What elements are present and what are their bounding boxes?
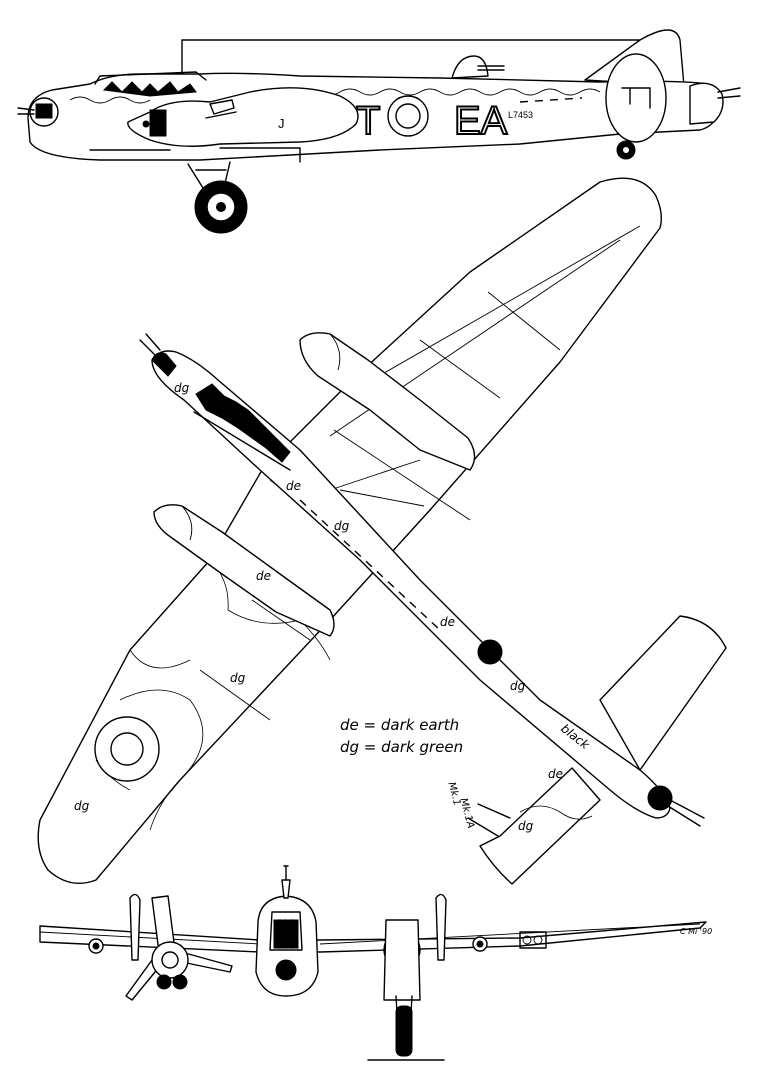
code-letters-right: EA (454, 99, 508, 143)
plan-tailplane-upper (599, 615, 727, 771)
legend-dark-earth: de = dark earth (340, 716, 459, 734)
label-mk1a: Mk.1A (457, 797, 476, 830)
legend-dark-green: dg = dark green (340, 738, 463, 756)
canopy-glazing (102, 81, 197, 97)
front-view (39, 865, 707, 1061)
side-view: T EA L7453 J (17, 29, 741, 234)
artist-signature: C Mi '90 (680, 927, 712, 936)
plan-canopy (195, 383, 291, 463)
plan-nose-turret (151, 352, 177, 377)
plan-view: dg de dg de dg dg de dg black de dg Mk.1… (37, 177, 727, 885)
mid-upper-turret (451, 55, 489, 79)
plan-mid-upper-turret (477, 639, 503, 665)
label-de-tailplane: de (548, 767, 563, 781)
plan-tail-turret (647, 785, 673, 811)
tail-turret (689, 82, 724, 125)
label-de-fuselage: de (440, 615, 455, 629)
label-dg-wingtip: dg (74, 799, 90, 813)
plan-engine-lower (153, 504, 335, 637)
label-dg-spine: dg (334, 519, 350, 533)
label-dg-nose: dg (174, 381, 190, 395)
label-dg-wing: dg (230, 671, 246, 685)
plan-engine-upper (299, 332, 476, 471)
label-de-spine: de (286, 479, 301, 493)
label-de-wing: de (256, 569, 271, 583)
legend: de = dark earth dg = dark green (340, 716, 463, 756)
tail-fin-oval (605, 53, 667, 143)
front-nose-turret (275, 959, 297, 981)
label-dg-tailplane: dg (518, 819, 534, 833)
front-fin-left (129, 893, 141, 961)
plan-tailplane-lower (479, 767, 601, 885)
serial-number: L7453 (508, 110, 533, 120)
code-letter-left: T (356, 99, 380, 143)
nacelle-letter: J (278, 116, 285, 131)
front-fin-right (435, 893, 447, 961)
label-dg-fuselage: dg (510, 679, 526, 693)
side-engine-nacelle (127, 87, 359, 147)
front-main-wheel (395, 1005, 413, 1057)
